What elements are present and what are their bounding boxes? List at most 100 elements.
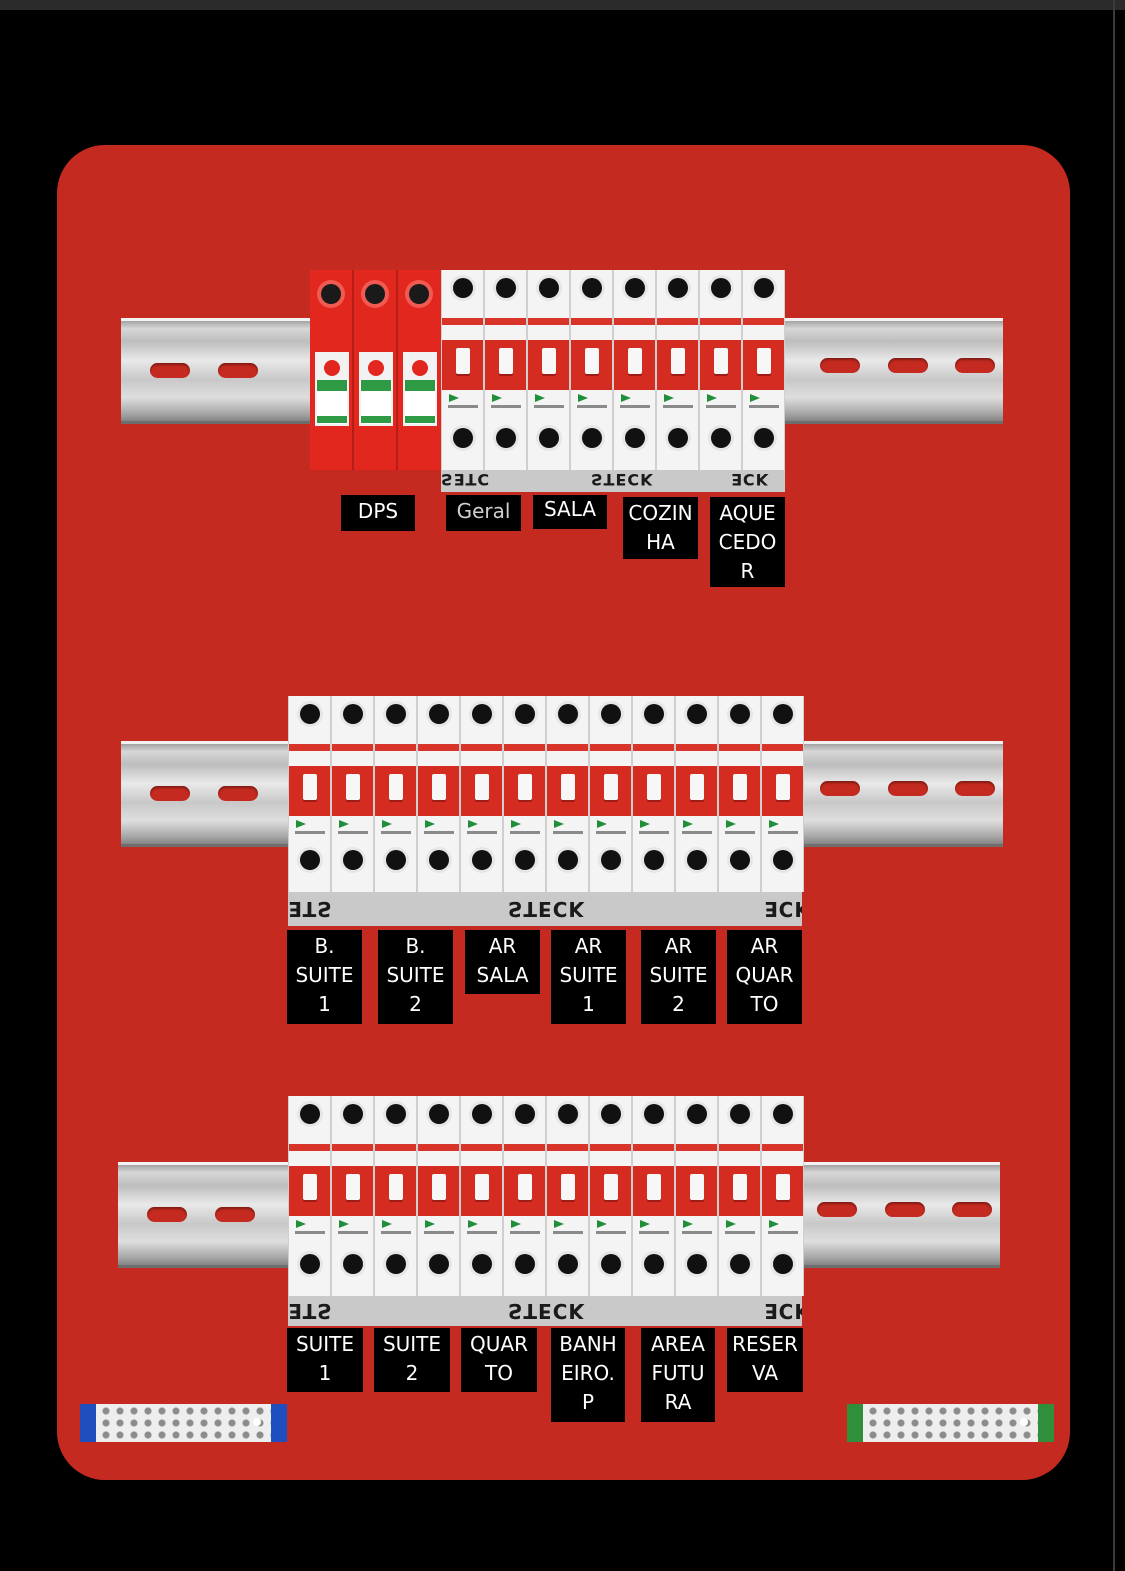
- breaker-pole: [417, 1096, 460, 1296]
- breaker-toggle-handle[interactable]: [346, 1174, 360, 1200]
- rating-text-mark: [510, 831, 540, 834]
- breaker-toggle-handle[interactable]: [389, 774, 403, 800]
- terminal-screw-icon: [644, 1254, 664, 1274]
- terminal-screw-icon: [343, 850, 363, 870]
- terminal-screw-icon: [300, 850, 320, 870]
- breaker-pole: [761, 696, 804, 892]
- terminal-screw-icon: [472, 704, 492, 724]
- breaker-pole: [331, 696, 374, 892]
- window-right-edge: [1113, 0, 1115, 1571]
- breaker-pole: [460, 1096, 503, 1296]
- rating-text-mark: [663, 405, 693, 408]
- terminal-screw-icon: [754, 278, 774, 298]
- breaker-toggle-handle[interactable]: [714, 348, 728, 374]
- rating-text-mark: [381, 831, 411, 834]
- breaker-toggle-handle[interactable]: [303, 774, 317, 800]
- terminal-screw-icon: [687, 704, 707, 724]
- status-indicator-icon: [425, 820, 435, 828]
- breaker-toggle-handle[interactable]: [518, 774, 532, 800]
- terminal-screw-icon: [300, 704, 320, 724]
- breaker-color-band: [762, 1144, 803, 1151]
- rail-slot: [215, 1207, 255, 1222]
- breaker-toggle-handle[interactable]: [518, 1174, 532, 1200]
- breaker-color-band: [676, 744, 717, 751]
- terminal-screw-icon: [539, 428, 559, 448]
- breaker-toggle-handle[interactable]: [585, 348, 599, 374]
- breaker-toggle-handle[interactable]: [456, 348, 470, 374]
- status-indicator-icon: [769, 820, 779, 828]
- breaker-color-band: [442, 318, 483, 325]
- terminal-screw-icon: [601, 704, 621, 724]
- breaker-toggle-handle[interactable]: [561, 1174, 575, 1200]
- terminal-screw-icon: [429, 1254, 449, 1274]
- breaker-pole: [718, 1096, 761, 1296]
- breaker-toggle-handle[interactable]: [604, 774, 618, 800]
- status-indicator-icon: [511, 1220, 521, 1228]
- breaker-toggle-handle[interactable]: [757, 348, 771, 374]
- rating-text-mark: [381, 1231, 411, 1234]
- terminal-screw-icon: [687, 1254, 707, 1274]
- breaker-toggle-handle[interactable]: [475, 1174, 489, 1200]
- breaker-toggle-handle[interactable]: [733, 774, 747, 800]
- breaker-toggle-handle[interactable]: [647, 1174, 661, 1200]
- rating-text-mark: [596, 1231, 626, 1234]
- breaker-color-band: [418, 1144, 459, 1151]
- breaker-toggle-handle[interactable]: [475, 774, 489, 800]
- breaker-bank-row-3: [288, 1096, 804, 1296]
- breaker-toggle-handle[interactable]: [561, 774, 575, 800]
- ground-bar-end-cap: [1038, 1404, 1054, 1442]
- terminal-screw-icon: [496, 428, 516, 448]
- breaker-toggle-handle[interactable]: [346, 774, 360, 800]
- breaker-toggle-handle[interactable]: [432, 774, 446, 800]
- breaker-rating-face: [747, 392, 780, 414]
- breaker-rating-face: [766, 818, 799, 840]
- rating-text-mark: [553, 1231, 583, 1234]
- breaker-toggle-handle[interactable]: [776, 774, 790, 800]
- breaker-rating-face: [336, 818, 369, 840]
- breaker-pole: [632, 696, 675, 892]
- terminal-screw-icon: [687, 850, 707, 870]
- status-indicator-icon: [578, 394, 588, 402]
- breaker-rating-face: [551, 1218, 584, 1240]
- breaker-toggle-handle[interactable]: [690, 774, 704, 800]
- dps-pole: [354, 270, 398, 470]
- circuit-label-dps: DPS: [341, 495, 415, 531]
- rating-text-mark: [639, 831, 669, 834]
- breaker-pole: [331, 1096, 374, 1296]
- rail-slot: [955, 358, 995, 373]
- breaker-toggle-handle[interactable]: [432, 1174, 446, 1200]
- breaker-bank-row-1: [441, 270, 785, 470]
- brand-logo-icon: [368, 360, 384, 376]
- ground-terminal-bar: [847, 1404, 1054, 1442]
- rating-text-mark: [682, 1231, 712, 1234]
- breaker-color-band: [719, 744, 760, 751]
- breaker-color-band: [590, 1144, 631, 1151]
- breaker-toggle-handle[interactable]: [604, 1174, 618, 1200]
- breaker-rating-face: [680, 818, 713, 840]
- breaker-toggle-handle[interactable]: [542, 348, 556, 374]
- terminal-screw-icon: [601, 1254, 621, 1274]
- breaker-toggle-handle[interactable]: [628, 348, 642, 374]
- terminal-screw-icon: [515, 850, 535, 870]
- terminal-screw-icon: [321, 284, 341, 304]
- breaker-pole: [656, 270, 699, 470]
- breaker-rating-face: [508, 818, 541, 840]
- breaker-toggle-handle[interactable]: [499, 348, 513, 374]
- breaker-toggle-handle[interactable]: [389, 1174, 403, 1200]
- terminal-screw-icon: [343, 1104, 363, 1124]
- status-indicator-icon: [750, 394, 760, 402]
- breaker-color-band: [289, 744, 330, 751]
- terminal-screw-icon: [386, 704, 406, 724]
- breaker-toggle-handle[interactable]: [647, 774, 661, 800]
- terminal-screw-icon: [644, 704, 664, 724]
- breaker-toggle-handle[interactable]: [733, 1174, 747, 1200]
- breaker-bank-row-2: [288, 696, 804, 892]
- terminal-screw-icon: [515, 704, 535, 724]
- rating-text-mark: [725, 1231, 755, 1234]
- breaker-color-band: [700, 318, 741, 325]
- breaker-toggle-handle[interactable]: [690, 1174, 704, 1200]
- breaker-toggle-handle[interactable]: [303, 1174, 317, 1200]
- terminal-screw-icon: [472, 1254, 492, 1274]
- breaker-toggle-handle[interactable]: [671, 348, 685, 374]
- breaker-toggle-handle[interactable]: [776, 1174, 790, 1200]
